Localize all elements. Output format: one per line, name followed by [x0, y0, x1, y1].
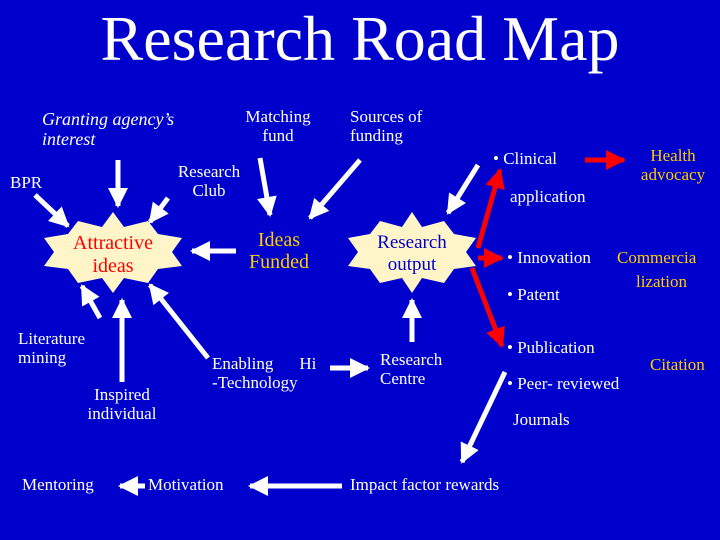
- sources-of-funding-label: Sources of funding: [350, 107, 423, 145]
- outcome-health-advocacy: Health advocacy: [628, 146, 718, 184]
- outcome-application: application: [510, 187, 586, 206]
- outcome-commercialization-line1: Commercia: [617, 249, 697, 267]
- outcome-commercialization-line2: lization: [636, 272, 687, 291]
- granting-agency-line1: Granting agency’s: [42, 109, 175, 129]
- research-club-label: Research Club: [164, 162, 254, 200]
- matching-fund-label: Matching fund: [232, 107, 324, 145]
- matching-fund-line1: Matching: [245, 107, 311, 126]
- health-advocacy-line2: advocacy: [640, 164, 706, 184]
- research-centre-label: Research Centre: [380, 350, 443, 388]
- granting-agency-line2: interest: [42, 128, 96, 149]
- outcome-peer-reviewed: • Peer- reviewed: [507, 374, 620, 393]
- arrow-literature-to-ideas: [79, 284, 103, 320]
- attractive-ideas-star: [44, 212, 182, 293]
- literature-mining-label: Literature mining: [18, 329, 86, 367]
- literature-mining-line2: mining: [18, 347, 67, 367]
- sources-of-funding-line2: funding: [350, 125, 403, 145]
- granting-agency-label: Granting agency’s interest: [42, 109, 175, 150]
- research-output-line2: output: [387, 253, 437, 275]
- enabling-technology-hi: Hi: [299, 354, 317, 373]
- outcome-journals: Journals: [513, 410, 570, 429]
- enabling-technology-line2: -Technology: [212, 372, 298, 392]
- arrow-publication-to-impact: [459, 370, 508, 464]
- outcome-publication: • Publication: [507, 338, 595, 357]
- outcome-clinical: • Clinical: [493, 149, 558, 168]
- arrow-enabling-to-ideas: [148, 283, 210, 360]
- research-club-line1: Research: [177, 162, 241, 181]
- enabling-technology-label: Enabling Hi -Technology: [212, 354, 317, 392]
- research-output-line1: Research: [377, 232, 447, 253]
- literature-mining-line1: Literature: [18, 329, 86, 348]
- attractive-ideas-line2: ideas: [92, 255, 134, 277]
- outcome-patent: • Patent: [507, 285, 560, 304]
- research-club-line2: Club: [192, 180, 226, 200]
- arrow-bpr-to-ideas: [33, 193, 70, 228]
- mentoring-label: Mentoring: [22, 475, 94, 494]
- inspired-individual-line1: Inspired: [94, 385, 150, 404]
- arrow-clinical-to-output: [445, 163, 481, 215]
- arrow-matching-to-funded: [257, 157, 277, 217]
- inspired-individual-line2: individual: [87, 403, 157, 423]
- ideas-funded-label: Ideas Funded: [236, 229, 322, 273]
- arrow-sources-to-funded: [308, 158, 362, 220]
- sources-of-funding-line1: Sources of: [350, 107, 423, 126]
- red-arrow-to-publication: [469, 267, 505, 348]
- ideas-funded-line2: Funded: [249, 251, 309, 273]
- motivation-label: Motivation: [148, 475, 224, 494]
- health-advocacy-line1: Health: [650, 146, 696, 165]
- outcome-citation: Citation: [650, 355, 705, 374]
- attractive-ideas-line1: Attractive: [73, 232, 153, 254]
- red-arrow-to-application: [475, 168, 505, 249]
- page-title: Research Road Map: [100, 3, 620, 74]
- attractive-ideas-label: Attractive ideas: [55, 232, 171, 278]
- ideas-funded-line1: Ideas: [257, 229, 301, 251]
- arrow-club-to-ideas: [148, 196, 170, 224]
- research-output-star: [348, 212, 476, 293]
- research-centre-line2: Centre: [380, 368, 426, 388]
- impact-factor-rewards-label: Impact factor rewards: [350, 475, 500, 494]
- research-output-label: Research output: [362, 232, 462, 276]
- inspired-individual-label: Inspired individual: [72, 385, 172, 423]
- enabling-technology-line1: Enabling: [212, 354, 274, 373]
- research-centre-line1: Research: [380, 350, 443, 369]
- matching-fund-line2: fund: [262, 125, 294, 145]
- outcome-innovation: • Innovation: [507, 248, 591, 267]
- bpr-label: BPR: [10, 173, 43, 192]
